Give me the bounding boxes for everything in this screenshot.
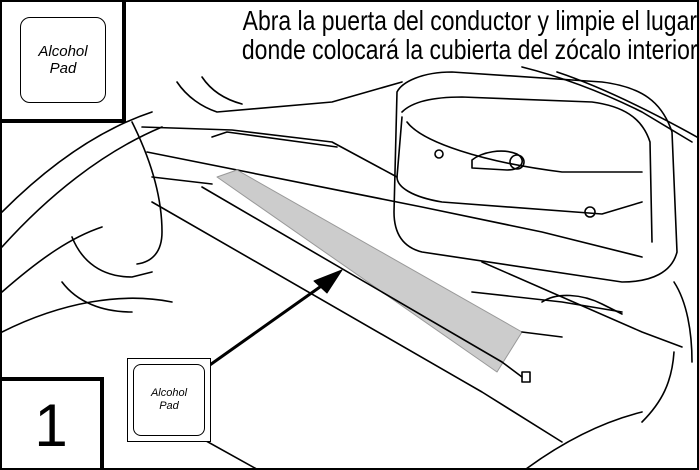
seat-bolt bbox=[584, 206, 596, 218]
floor-line bbox=[673, 281, 693, 363]
door-frame-line bbox=[556, 71, 697, 138]
door-panel-line bbox=[131, 121, 163, 265]
seat-bolt bbox=[509, 154, 525, 170]
sill-body bbox=[521, 331, 563, 338]
cleaning-area-highlight bbox=[216, 169, 523, 373]
floor-line bbox=[641, 351, 675, 423]
sill-body bbox=[201, 186, 523, 378]
step-number-box: 1 bbox=[2, 377, 104, 468]
door-panel-line bbox=[2, 226, 103, 293]
sill-body bbox=[151, 201, 563, 443]
sill-edge bbox=[146, 151, 643, 258]
door-frame-line bbox=[176, 81, 403, 113]
sill-detail bbox=[521, 371, 531, 383]
sill-edge bbox=[141, 126, 398, 178]
sill-edge bbox=[211, 131, 338, 148]
seat-base bbox=[401, 96, 653, 243]
instruction-caption: Abra la puerta del conductor y limpie el… bbox=[242, 6, 697, 64]
seat-cushion bbox=[406, 121, 643, 173]
step-number: 1 bbox=[34, 392, 68, 459]
floor-line bbox=[526, 411, 643, 468]
sill-body bbox=[151, 176, 213, 185]
sill-body bbox=[481, 261, 683, 348]
door-panel-line bbox=[71, 236, 153, 278]
floor-line bbox=[2, 297, 173, 333]
seat-bolt bbox=[434, 149, 444, 159]
door-panel-line bbox=[2, 111, 153, 213]
seat-base bbox=[393, 71, 678, 283]
door-panel-line bbox=[2, 126, 163, 248]
door-frame-line bbox=[521, 66, 693, 143]
sill-body bbox=[471, 291, 623, 313]
alcohol-pad-panel: Alcohol Pad bbox=[2, 2, 126, 123]
pointer-arrow bbox=[205, 280, 329, 369]
door-panel-line bbox=[61, 281, 133, 313]
caption-line-2: donde colocará la cubierta del zócalo in… bbox=[241, 34, 699, 65]
alcohol-pad-label-line1: Alcohol bbox=[38, 42, 88, 60]
caption-line-1: Abra la puerta del conductor y limpie el… bbox=[242, 5, 697, 36]
alcohol-pad-small-frame: Alcohol Pad bbox=[127, 358, 211, 442]
alcohol-pad-small-label-line1: Alcohol bbox=[150, 387, 188, 400]
alcohol-pad-small-label-line2: Pad bbox=[159, 400, 179, 412]
alcohol-pad-label-line2: Pad bbox=[49, 60, 77, 77]
sill-body bbox=[541, 294, 623, 315]
alcohol-pad-icon: Alcohol Pad bbox=[20, 17, 106, 103]
door-frame-line bbox=[201, 76, 243, 105]
pointer-arrowhead bbox=[313, 269, 343, 294]
seat-lever bbox=[471, 150, 523, 171]
alcohol-pad-small-icon: Alcohol Pad bbox=[133, 364, 205, 436]
